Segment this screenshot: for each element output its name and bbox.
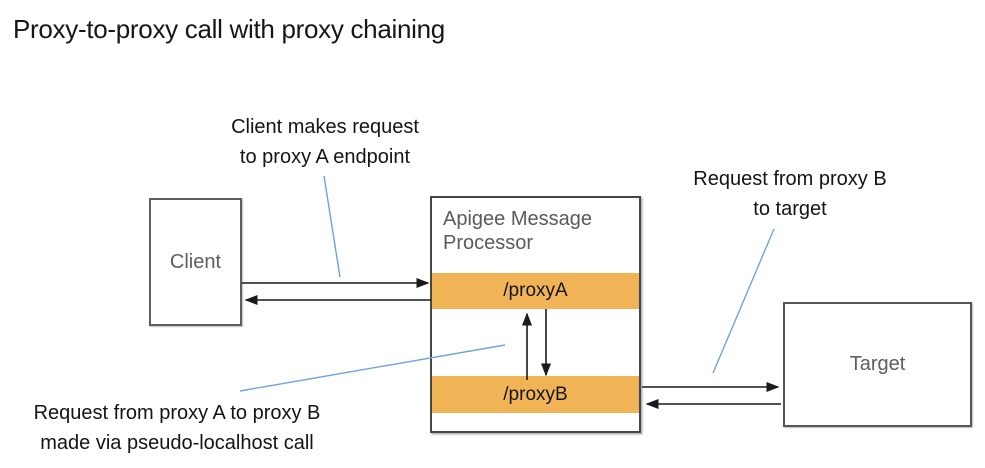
- proxy-b-bar: /proxyB: [432, 376, 639, 413]
- annotation-client-request: Client makes request to proxy A endpoint: [231, 116, 419, 168]
- proxy-a-bar: /proxyA: [432, 273, 639, 309]
- client-box: Client: [149, 198, 242, 326]
- message-processor-label: Apigee Message Processor: [443, 208, 592, 255]
- target-box-label: Target: [849, 353, 906, 375]
- message-processor-box: Apigee Message Processor /proxyA /proxyB: [430, 196, 641, 433]
- leader-line-target-annotation: [712, 228, 775, 374]
- diagram-title: Proxy-to-proxy call with proxy chaining: [13, 14, 445, 44]
- client-box-label: Client: [169, 250, 222, 273]
- leader-line-client-annotation: [323, 175, 341, 278]
- annotation-proxy-b-to-target: Request from proxy B to target: [693, 168, 887, 220]
- annotation-proxy-a-to-b: Request from proxy A to proxy B made via…: [33, 402, 321, 454]
- target-box: Target: [783, 302, 972, 427]
